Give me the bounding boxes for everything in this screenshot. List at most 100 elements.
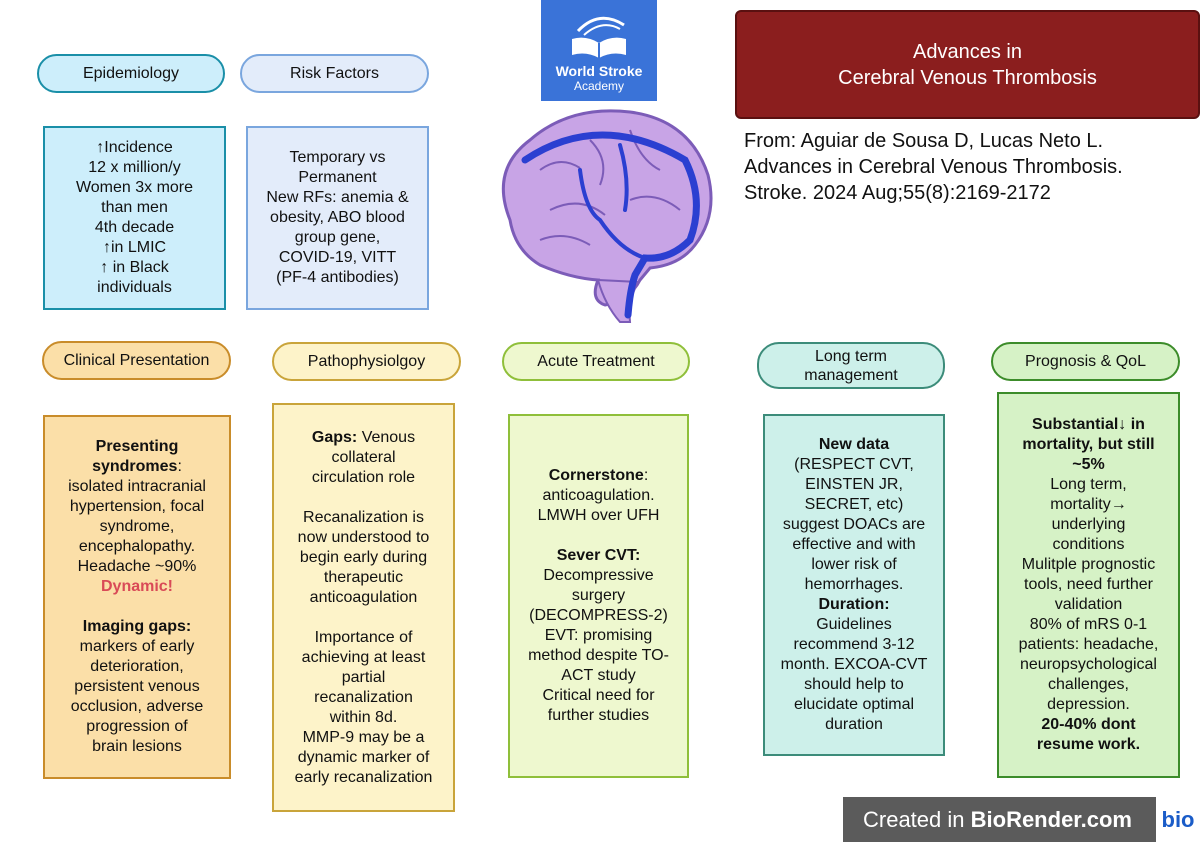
patho-p1-line-2: circulation role	[311, 468, 416, 486]
risk-factors-box: Temporary vs Permanent New RFs: anemia &…	[246, 126, 429, 310]
prog-bold-line-3: ~5%	[1072, 456, 1105, 473]
epi-line-8: individuals	[97, 279, 172, 296]
prog-line-5: Mulitple prognostic	[1021, 556, 1156, 573]
acute-p2-line-1: Decompressive	[543, 567, 654, 584]
prog-bold-end-2: resume work.	[1036, 736, 1141, 753]
rf-line-3: New RFs: anemia &	[266, 189, 409, 206]
acute-treatment-header: Acute Treatment	[502, 342, 690, 381]
patho-p3-line-6: MMP-9 may be a	[302, 728, 425, 746]
patho-p3-line-1: Importance of	[314, 628, 413, 646]
long-term-management-header: Long term management	[757, 342, 945, 389]
acute-p1-line-1: anticoagulation.	[542, 487, 655, 504]
lt-p1-line-3: SECRET, etc)	[804, 496, 904, 513]
long-term-management-box: New data (RESPECT CVT, EINSTEN JR, SECRE…	[763, 414, 945, 756]
citation-line2: Advances in Cerebral Venous Thrombosis.	[744, 156, 1123, 178]
prog-line-4: conditions	[1052, 536, 1125, 553]
rf-line-7: (PF-4 antibodies)	[276, 269, 399, 286]
prog-bold-line-1: Substantial↓ in	[1032, 416, 1145, 433]
clin-emphasis: Dynamic!	[100, 578, 174, 595]
title-line1: Advances in	[913, 40, 1022, 63]
prog-line-11: challenges,	[1048, 676, 1129, 693]
lt-header-line1: Long term	[814, 347, 888, 365]
clin-line-5: Headache ~90%	[77, 558, 197, 575]
epi-line-6: ↑in LMIC	[102, 239, 167, 256]
prog-line-2: mortality→	[1050, 496, 1127, 513]
clin-img-line-3: persistent venous	[74, 678, 200, 695]
epi-line-3: Women 3x more	[75, 179, 194, 196]
logo-line2: Academy	[573, 79, 625, 93]
lt-p1-line-7: hemorrhages.	[804, 576, 904, 593]
lt-p2-line-6: duration	[825, 716, 883, 733]
epidemiology-header-label: Epidemiology	[82, 65, 180, 82]
acute-p2-line-8: further studies	[547, 707, 650, 724]
lt-new-data-bold: New data	[818, 436, 890, 453]
acute-p2-line-7: Critical need for	[542, 687, 655, 704]
acute-header-label: Acute Treatment	[537, 353, 655, 370]
biorender-credit[interactable]: Created in BioRender.com bio	[843, 797, 1200, 842]
title-banner: Advances in Cerebral Venous Thrombosis	[735, 10, 1200, 119]
rf-line-6: COVID-19, VITT	[278, 249, 397, 266]
epi-line-5: 4th decade	[94, 219, 175, 236]
logo-line1: World Stroke	[555, 63, 643, 79]
epidemiology-box: ↑Incidence 12 x million/y Women 3x more …	[43, 126, 226, 310]
prog-line-9: patients: headache,	[1018, 636, 1159, 653]
lt-p2-line-5: elucidate optimal	[793, 696, 915, 713]
prog-line-12: depression.	[1047, 696, 1130, 713]
epi-line-7: ↑ in Black	[100, 259, 169, 276]
prog-line-1: Long term,	[1050, 476, 1127, 493]
prognosis-header: Prognosis & QoL	[991, 342, 1180, 381]
epidemiology-header: Epidemiology	[37, 54, 225, 93]
patho-p2-line-4: therapeutic	[323, 568, 404, 586]
lt-p1-line-4: suggest DOACs are	[782, 516, 926, 533]
prog-line-3: underlying	[1051, 516, 1126, 533]
patho-p3-line-3: partial	[341, 668, 386, 686]
clin-line-2: hypertension, focal	[69, 498, 205, 515]
patho-p2-line-3: begin early during	[299, 548, 428, 566]
prognosis-box: Substantial↓ in mortality, but still ~5%…	[997, 392, 1180, 778]
acute-p2-line-2: surgery	[571, 587, 626, 604]
patho-p3-line-5: within 8d.	[329, 708, 398, 726]
lt-header-line2: management	[804, 366, 898, 384]
bio-badge-icon: bio	[1156, 797, 1200, 842]
prog-line-7: validation	[1054, 596, 1123, 613]
acute-p1-line-2: LMWH over UFH	[537, 507, 660, 524]
citation-line3: Stroke. 2024 Aug;55(8):2169-2172	[744, 182, 1051, 204]
rf-line-2: Permanent	[298, 169, 377, 186]
prog-line-10: neuropsychological	[1020, 656, 1157, 673]
prog-line-8: 80% of mRS 0-1	[1029, 616, 1148, 633]
lt-p1-line-5: effective and with	[792, 536, 916, 553]
acute-p2-line-4: EVT: promising	[544, 627, 653, 644]
clin-bold-1: Presenting	[95, 438, 179, 455]
lt-p1-line-6: lower risk of	[811, 556, 897, 573]
patho-p2-line-5: anticoagulation	[309, 588, 418, 606]
prog-bold-end-1: 20-40% dont	[1041, 716, 1136, 733]
clin-img-line-1: markers of early	[79, 638, 195, 655]
patho-header-label: Pathophysiolgoy	[307, 353, 426, 370]
footer-text-pre: Created in	[863, 806, 971, 832]
citation: From: Aguiar de Sousa D, Lucas Neto L. A…	[744, 128, 1194, 206]
acute-p2-line-6: ACT study	[561, 667, 636, 684]
patho-p2-line-1: Recanalization is	[303, 508, 424, 526]
epi-line-4: than men	[101, 199, 168, 216]
clinical-presentation-header: Clinical Presentation	[42, 341, 231, 380]
acute-cornerstone: Cornerstone:	[548, 467, 649, 484]
prog-line-6: tools, need further	[1024, 576, 1153, 593]
pathophysiology-header: Pathophysiolgoy	[272, 342, 461, 381]
prog-bold-line-2: mortality, but still	[1022, 436, 1155, 453]
clin-img-line-2: deterioration,	[90, 658, 184, 675]
clin-img-line-6: brain lesions	[92, 738, 182, 755]
lt-duration-bold: Duration:	[818, 596, 890, 613]
clinical-header-label: Clinical Presentation	[63, 352, 210, 369]
brain-illustration	[501, 109, 713, 323]
rf-line-5: group gene,	[294, 229, 381, 246]
epi-line-2: 12 x million/y	[88, 159, 181, 176]
clin-bold-2: syndromes:	[92, 458, 182, 475]
acute-treatment-box: Cornerstone: anticoagulation. LMWH over …	[508, 414, 689, 778]
patho-p3-line-4: recanalization	[314, 688, 413, 706]
acute-p2-line-3: (DECOMPRESS-2)	[529, 607, 668, 624]
lt-p2-line-1: Guidelines	[816, 616, 892, 633]
lt-p1-line-2: EINSTEN JR,	[805, 476, 903, 493]
clin-line-1: isolated intracranial	[68, 478, 206, 495]
patho-p3-line-8: early recanalization	[294, 768, 433, 786]
rf-line-4: obesity, ABO blood	[270, 209, 405, 226]
